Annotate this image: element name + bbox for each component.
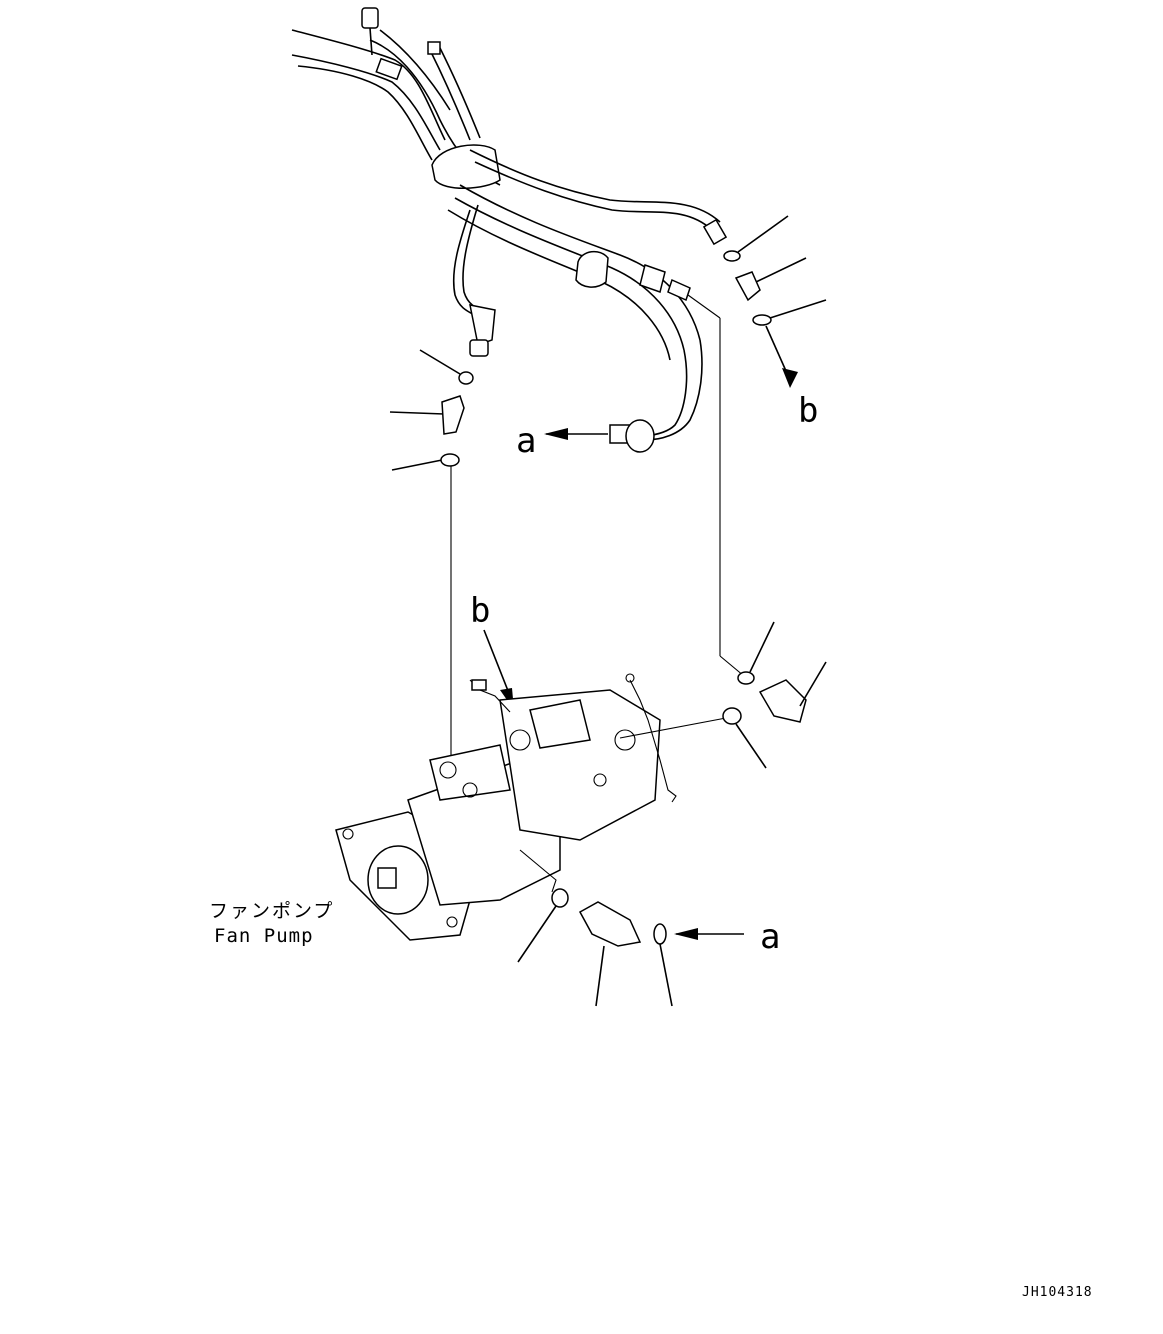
fan-pump-label-en: Fan Pump <box>214 925 314 947</box>
o-ring-small <box>458 371 474 385</box>
document-id: JH104318 <box>1022 1285 1093 1300</box>
callout-a-upper-arrow <box>544 428 608 440</box>
straight-fitting <box>734 271 761 302</box>
left-elbow-fitting-group <box>389 349 474 760</box>
elbow-fitting <box>441 395 465 435</box>
elbow-fitting-lower <box>578 901 642 947</box>
hose-harness <box>291 7 728 453</box>
callout-a-lower-arrow <box>674 928 744 940</box>
fan-pump <box>335 673 727 941</box>
callout-b-lower: b <box>470 591 490 631</box>
right-fitting-group <box>687 215 827 677</box>
pressure-sensor <box>758 679 807 723</box>
o-ring <box>440 453 460 467</box>
callout-b-lower-arrow <box>483 629 515 710</box>
callout-a-lower: a <box>760 917 780 957</box>
callout-b-upper: b <box>798 391 818 431</box>
fan-pump-label-jp: ファンポンプ <box>209 900 334 922</box>
callout-a-upper: a <box>516 421 536 461</box>
lower-parts <box>517 621 827 1007</box>
